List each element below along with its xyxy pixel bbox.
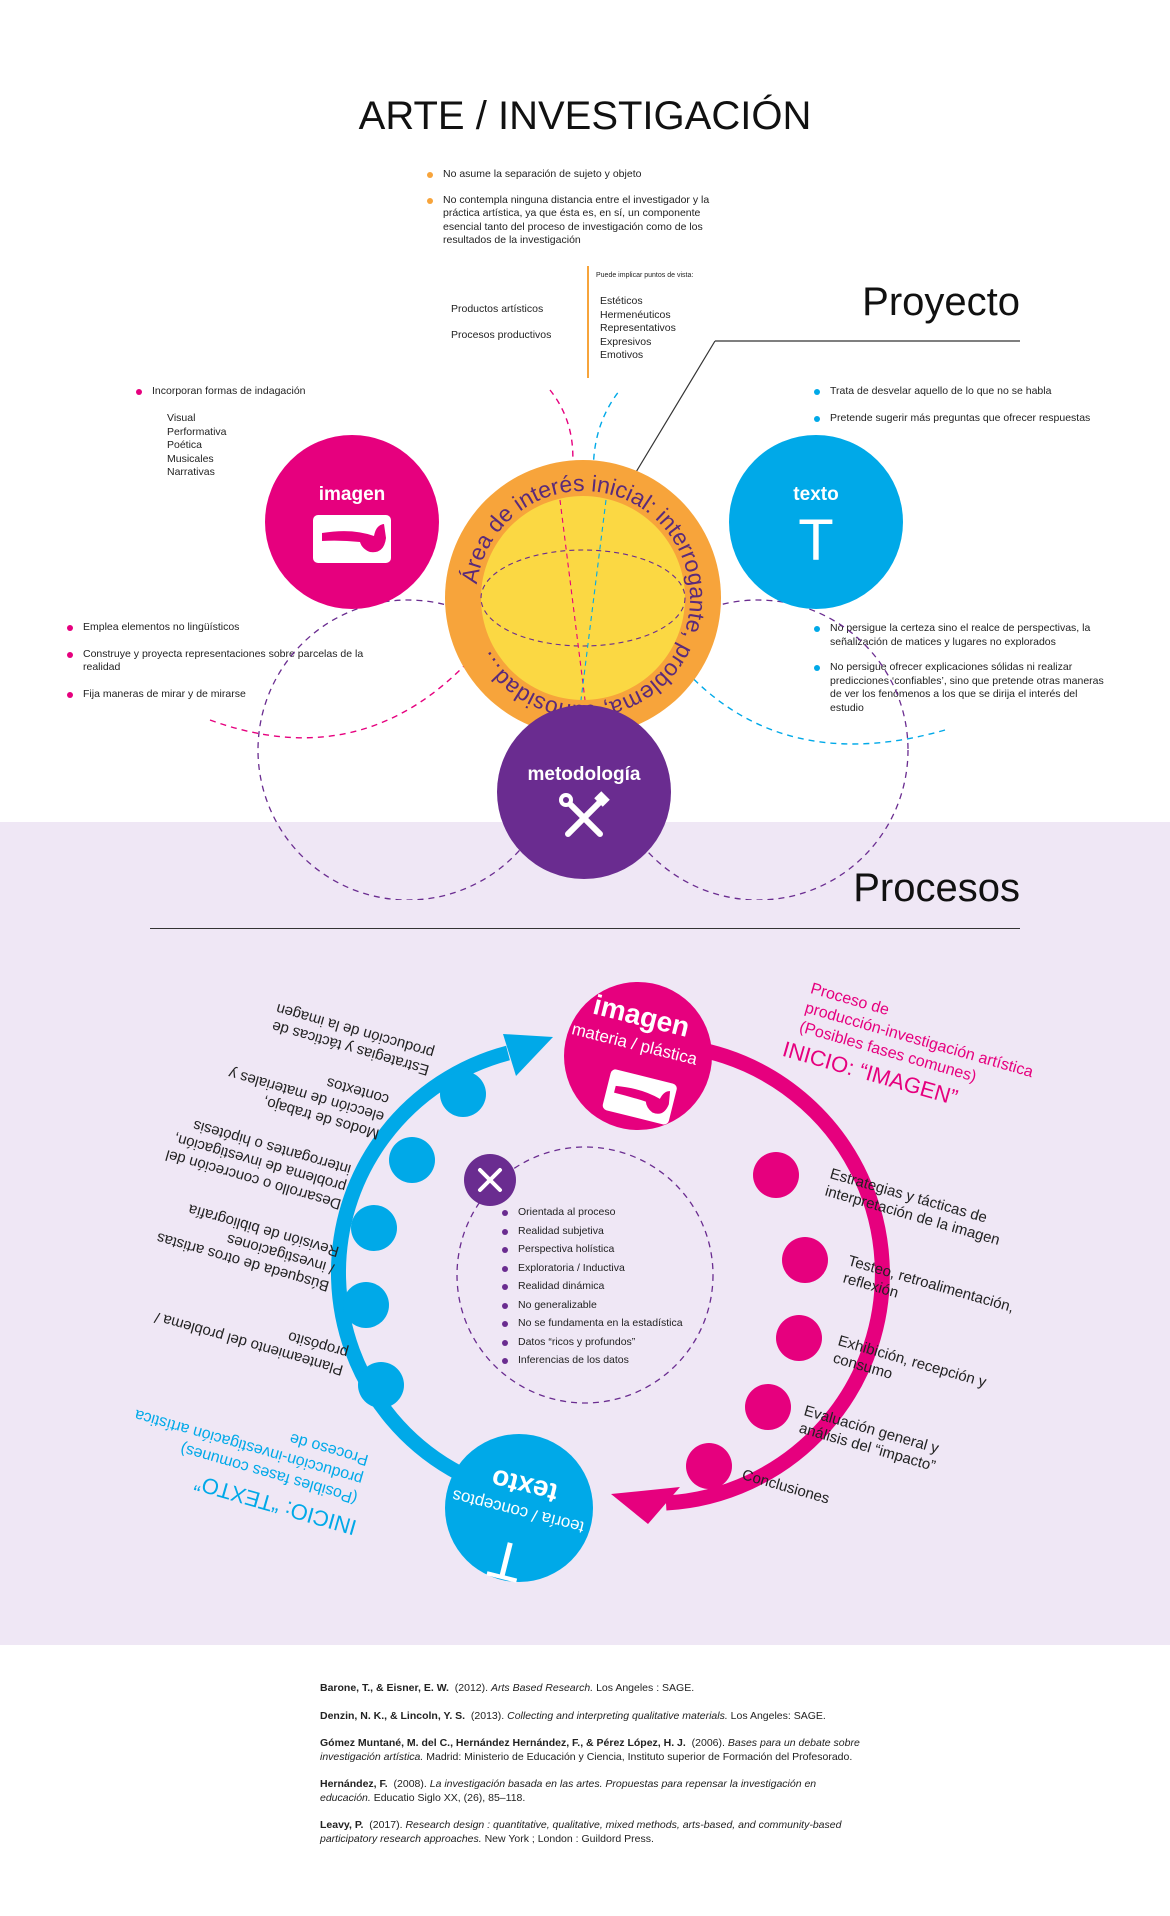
- imagen-label: imagen: [319, 484, 386, 505]
- cyan-step-label: Búsqueda de otros artistas / investigaci…: [155, 1200, 341, 1294]
- cyan-process-note: INICIO: “TEXTO” (Posibles fases comunes)…: [133, 1406, 371, 1540]
- characteristics-circle: [456, 1146, 714, 1404]
- imagen-bullets-bottom: Emplea elementos no lingüísticos Constru…: [67, 621, 367, 701]
- form-item: Narrativas: [167, 466, 215, 478]
- procesos-heading: Procesos: [853, 866, 1020, 910]
- texto-bullet: Trata de desvelar aquello de lo que no s…: [814, 385, 1114, 399]
- page-title: ARTE / INVESTIGACIÓN: [358, 94, 812, 138]
- texto-bullet: No persigue la certeza sino el realce de…: [814, 622, 1104, 649]
- header-bullet: No contempla ninguna distancia entre el …: [427, 194, 737, 248]
- reference-item: Leavy, P. (2017). Research design : quan…: [320, 1819, 842, 1845]
- viewpoint-item: Estéticos: [600, 295, 643, 307]
- tools-icon: [478, 1168, 502, 1192]
- characteristic-item: Perspectiva holística: [502, 1243, 722, 1257]
- viewpoint-item: Expresivos: [600, 335, 652, 348]
- pipe-icon: [313, 515, 391, 563]
- magenta-step-dot: [745, 1384, 791, 1430]
- texto-node: texto T: [729, 435, 903, 609]
- reference-item: Hernández, F. (2008). La investigación b…: [320, 1778, 817, 1804]
- viewpoints-heading: Puede implicar puntos de vista:: [596, 272, 694, 279]
- cyan-step-label: Planteamiento del problema / propósito: [152, 1308, 350, 1378]
- magenta-step-label: Testeo, retroalimentación, reflexión: [841, 1252, 1016, 1316]
- magenta-arrowhead: [611, 1487, 680, 1524]
- interest-area-core: [481, 496, 685, 700]
- magenta-cycle-arc: [639, 1037, 890, 1511]
- tools-icon: [559, 791, 610, 837]
- cyan-arrowhead: [503, 1034, 553, 1076]
- magenta-step-label: Estrategias y tácticas de interpretación…: [823, 1165, 1002, 1249]
- characteristics-list: Orientada al proceso Realidad subjetiva …: [502, 1206, 722, 1368]
- texto-label: texto: [793, 484, 838, 505]
- product-item: Procesos productivos: [451, 328, 552, 341]
- characteristic-item: Exploratoria / Inductiva: [502, 1262, 722, 1276]
- metodologia-node: metodología: [497, 705, 671, 879]
- texto-bullet: No persigue ofrecer explicaciones sólida…: [814, 661, 1104, 715]
- viewpoints-list: Estéticos Hermenéuticos Representativos …: [600, 295, 676, 363]
- imagen-bullet: Emplea elementos no lingüísticos: [67, 621, 367, 635]
- magenta-step-label: Evaluación general y análisis del “impac…: [797, 1402, 941, 1474]
- characteristic-item: Orientada al proceso: [502, 1206, 722, 1220]
- imagen-node: imagen: [265, 435, 439, 609]
- cyan-step-dot: [343, 1282, 389, 1328]
- core-guide: [480, 549, 686, 647]
- reference-item: Gómez Muntané, M. del C., Hernández Hern…: [320, 1737, 860, 1763]
- cyan-step-dot: [358, 1362, 404, 1408]
- characteristic-item: Realidad subjetiva: [502, 1225, 722, 1239]
- header-bullet: No asume la separación de sujeto y objet…: [427, 168, 737, 182]
- texto-bullet: Pretende sugerir más preguntas que ofrec…: [814, 412, 1114, 426]
- dashed-guide-cyan: [592, 389, 946, 745]
- divider: [587, 266, 589, 378]
- magenta-step-dot: [782, 1237, 828, 1283]
- magenta-step-dot: [686, 1443, 732, 1489]
- form-item: Musicales: [167, 452, 214, 465]
- header-bullets: No asume la separación de sujeto y objet…: [427, 168, 737, 248]
- procesos-underline: [150, 928, 1020, 929]
- procesos-diagram: imagen materia / plástica T teoría / con…: [133, 980, 1035, 1593]
- product-item: Productos artísticos: [451, 303, 544, 315]
- imagen-forms: Visual Performativa Poética Musicales Na…: [167, 412, 227, 480]
- proyecto-diagram: Área de interés inicial: interrogante, p…: [209, 340, 1020, 900]
- references: Barone, T., & Eisner, E. W. (2012). Arts…: [320, 1682, 860, 1860]
- viewpoint-item: Representativos: [600, 322, 676, 334]
- cyan-step-label: Estrategias y tácticas de producción de …: [270, 1000, 436, 1079]
- characteristic-item: Inferencias de los datos: [502, 1354, 722, 1368]
- pipe-icon: [602, 1069, 677, 1125]
- core-guide: [580, 499, 607, 701]
- characteristic-item: Realidad dinámica: [502, 1280, 722, 1294]
- dashed-guide-purple-right: [607, 599, 909, 900]
- reference-item: Barone, T., & Eisner, E. W. (2012). Arts…: [320, 1682, 695, 1694]
- characteristic-item: No generalizable: [502, 1299, 722, 1313]
- form-item: Visual: [167, 412, 196, 424]
- form-item: Performativa: [167, 425, 227, 438]
- texto-bullets-top: Trata de desvelar aquello de lo que no s…: [814, 385, 1114, 425]
- characteristic-item: Datos “ricos y profundos”: [502, 1336, 722, 1350]
- form-item: Poética: [167, 439, 203, 451]
- t-letter-icon: T: [798, 508, 833, 573]
- cyan-cycle-arc: [330, 1045, 522, 1503]
- viewpoint-item: Emotivos: [600, 349, 644, 361]
- imagen-indagacion: Incorporan formas de indagación: [136, 385, 356, 399]
- imagen-bullet: Fija maneras de mirar y de mirarse: [67, 688, 367, 702]
- magenta-step-dot: [753, 1152, 799, 1198]
- metodologia-label: metodología: [528, 764, 641, 785]
- process-texto-node: T teoría / conceptos texto: [445, 1434, 593, 1593]
- reference-item: Denzin, N. K., & Lincoln, Y. S. (2013). …: [320, 1709, 826, 1722]
- viewpoint-item: Hermenéuticos: [600, 308, 671, 321]
- cyan-step-dot: [440, 1071, 486, 1117]
- magenta-step-dot: [776, 1315, 822, 1361]
- products-list: Productos artísticos Procesos productivo…: [451, 303, 551, 342]
- process-imagen-node: imagen materia / plástica: [564, 982, 712, 1130]
- cyan-step-dot: [389, 1137, 435, 1183]
- characteristic-item: No se fundamenta en la estadística: [502, 1317, 722, 1331]
- metodologia-mini-node: [464, 1154, 516, 1206]
- imagen-bullet: Construye y proyecta representaciones so…: [67, 648, 367, 675]
- proyecto-heading: Proyecto: [862, 280, 1020, 324]
- texto-bullets-bottom: No persigue la certeza sino el realce de…: [814, 622, 1104, 715]
- imagen-bullet: Incorporan formas de indagación: [136, 385, 356, 399]
- cyan-step-dot: [351, 1205, 397, 1251]
- core-guide: [559, 499, 586, 701]
